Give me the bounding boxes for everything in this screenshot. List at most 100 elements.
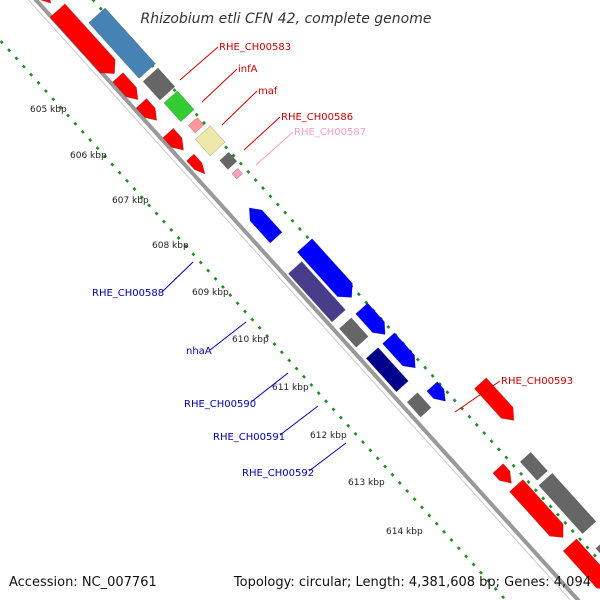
kbp-tick-label: 606 kbp (70, 151, 107, 161)
gene-feature (112, 72, 139, 101)
gc-dot (493, 587, 498, 591)
kbp-tick-label: 611 kbp (272, 383, 309, 393)
gc-dot (125, 178, 130, 183)
label-leader-line (255, 131, 294, 166)
gene-feature (187, 117, 205, 134)
gc-dot (279, 350, 284, 355)
gc-dot (390, 472, 395, 477)
gc-dot (364, 300, 369, 305)
gc-dot (511, 463, 516, 468)
gc-dot (478, 570, 483, 575)
gc-dot (161, 219, 166, 224)
gene-feature (219, 151, 238, 170)
gc-dot (412, 497, 417, 502)
gene-feature (406, 392, 432, 418)
gc-dot (265, 333, 270, 338)
gc-dot (73, 121, 78, 126)
gene-feature (88, 7, 156, 79)
gene-feature (49, 3, 116, 74)
gc-dot (290, 218, 295, 223)
gc-dot (287, 358, 292, 363)
gc-dot (316, 391, 321, 396)
gc-dot (397, 480, 402, 485)
gc-dot (423, 365, 428, 370)
gc-dot (482, 431, 487, 436)
gc-dot (563, 520, 568, 525)
gc-dot (541, 496, 546, 501)
gc-dot (442, 529, 447, 534)
kbp-tick-label: 609 kbp (192, 288, 229, 298)
gc-dot (309, 382, 314, 387)
label-leader-line (161, 261, 194, 293)
kbp-tick-label: 613 kbp (348, 478, 385, 488)
gc-dot (176, 236, 181, 240)
map-title: Rhizobium etli CFN 42, complete genome (141, 11, 432, 27)
gc-dot (405, 489, 410, 494)
gene-label: RHE_CH00586 (281, 112, 353, 123)
gc-dot (91, 0, 96, 3)
gc-dot (228, 293, 233, 298)
label-leader-line (201, 68, 238, 103)
gc-dot (213, 276, 218, 281)
gene-feature (509, 479, 564, 538)
label-leader-line (308, 442, 347, 472)
gc-dot (324, 399, 329, 404)
gc-dot (533, 488, 538, 493)
gc-dot (243, 309, 247, 314)
gc-dot (474, 422, 479, 427)
gc-dot (504, 455, 509, 460)
gc-dot (51, 97, 56, 102)
gc-dot (261, 186, 265, 191)
gc-dot (220, 284, 225, 289)
gc-dot (132, 187, 137, 192)
gc-dot (95, 146, 100, 151)
kbp-tick-label: 612 kbp (310, 431, 347, 441)
gc-dot (268, 194, 273, 199)
gc-dot (198, 260, 203, 265)
label-leader-line (209, 321, 247, 351)
gene-feature (426, 381, 446, 402)
inner-dotted-ring (0, 40, 506, 600)
gc-dot (117, 170, 122, 175)
gc-dot (253, 178, 258, 182)
gene-feature (382, 332, 416, 369)
gene-feature (162, 127, 184, 151)
gc-dot (555, 512, 560, 517)
gc-dot (361, 440, 365, 445)
gene-feature (135, 98, 158, 121)
gc-dot (283, 210, 288, 215)
kbp-tick-label: 614 kbp (386, 527, 423, 537)
gene-feature (365, 347, 409, 393)
label-leader-line (243, 116, 281, 151)
gc-dot (154, 211, 159, 216)
gc-dot (102, 154, 107, 159)
gc-dot (302, 374, 306, 379)
gene-label: RHE_CH00588 (92, 288, 164, 299)
gc-dot (194, 112, 199, 117)
gene-feature (296, 238, 353, 298)
gc-dot (14, 56, 19, 61)
gc-dot (80, 129, 85, 134)
gc-dot (419, 505, 424, 510)
gc-dot (456, 546, 461, 551)
gc-dot (449, 538, 454, 543)
genome-summary-text: Topology: circular; Length: 4,381,608 bp… (233, 575, 591, 590)
gc-dot (434, 521, 439, 526)
gc-dot (147, 203, 152, 208)
gc-dot (438, 382, 442, 387)
gc-dot (0, 40, 4, 45)
gene-label: nhaA (186, 346, 212, 357)
gene-feature (562, 538, 600, 589)
gc-dot (98, 6, 103, 11)
gc-dot (246, 169, 251, 174)
kbp-tick-label: 610 kbp (232, 335, 269, 345)
gene-label: infA (238, 64, 258, 75)
gc-dot (297, 226, 302, 231)
gc-dot (548, 504, 553, 509)
gc-dot (331, 407, 336, 412)
gene-label: RHE_CH00591 (213, 432, 285, 443)
gc-dot (169, 227, 174, 232)
gc-dot (235, 301, 240, 306)
